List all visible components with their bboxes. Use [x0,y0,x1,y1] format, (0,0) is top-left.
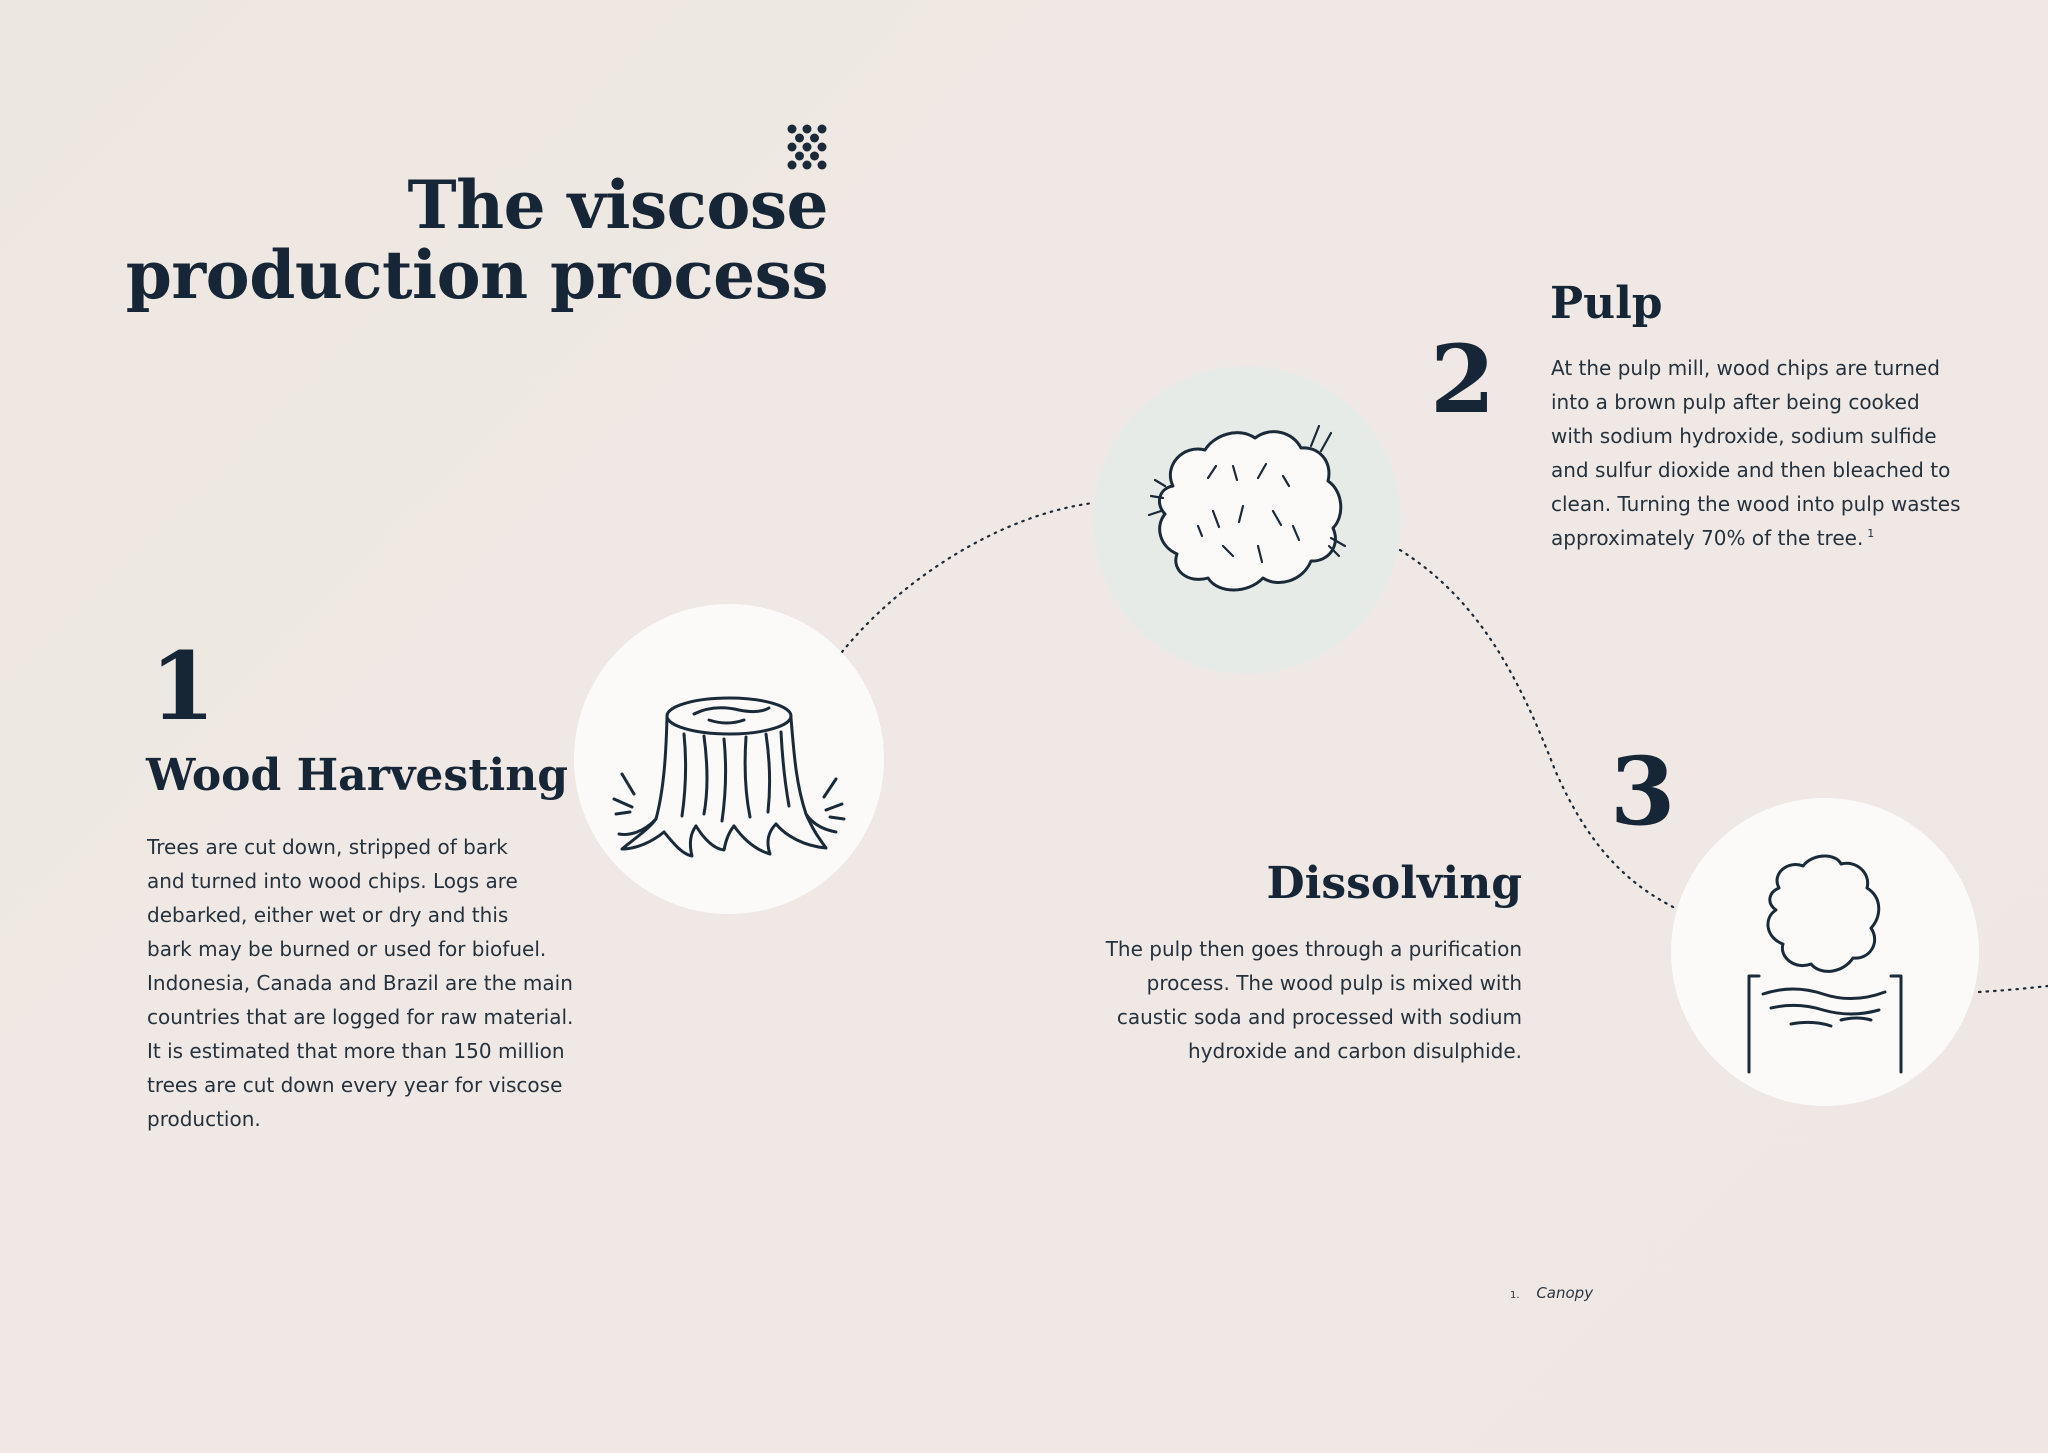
heading-dissolving: Dissolving [1266,858,1522,909]
heading-wood-harvesting: Wood Harvesting [146,750,568,801]
step-number-3: 3 [1610,737,1676,847]
body-line: Indonesia, Canada and Brazil are the mai… [147,971,573,995]
body-line: hydroxide and carbon disulphide. [1188,1039,1522,1063]
body-wood-harvesting: Trees are cut down, stripped of bark and… [147,830,592,1136]
body-line: trees are cut down every year for viscos… [147,1073,563,1097]
body-pulp: At the pulp mill, wood chips are turned … [1551,351,1981,555]
dissolving-circle [1671,798,1979,1106]
body-line: and turned into wood chips. Logs are [147,869,518,893]
body-line: production. [147,1107,261,1131]
footnote-reference[interactable]: 1 [1867,527,1875,541]
tree-stump-icon [612,696,846,858]
body-line: Trees are cut down, stripped of bark [147,835,508,859]
pulp-circle [1093,366,1401,674]
dissolving-vat-icon [1747,854,1903,1074]
body-line: process. The wood pulp is mixed with [1146,971,1522,995]
body-line: It is estimated that more than 150 milli… [147,1039,565,1063]
body-line: At the pulp mill, wood chips are turned [1551,356,1940,380]
body-line: bark may be burned or used for biofuel. [147,937,547,961]
body-line: caustic soda and processed with sodium [1116,1005,1522,1029]
title-line-1: The viscose [407,166,828,244]
body-line: The pulp then goes through a purificatio… [1105,937,1522,961]
body-line: with sodium hydroxide, sodium sulfide [1551,424,1937,448]
body-line: clean. Turning the wood into pulp wastes [1551,492,1961,516]
page-title: The viscose production process [120,170,829,310]
body-line: countries that are logged for raw materi… [147,1005,574,1029]
step-number-1: 1 [150,632,216,742]
step-number-2: 2 [1430,325,1496,435]
pulp-clump-icon [1147,424,1347,592]
wood-harvesting-circle [574,604,884,914]
body-line: debarked, either wet or dry and this [147,903,509,927]
body-line: approximately 70% of the tree. [1551,526,1864,550]
footnote: 1. Canopy [1510,1284,1593,1302]
body-dissolving: The pulp then goes through a purificatio… [1040,932,1522,1068]
footnote-text: Canopy [1536,1284,1594,1302]
body-line: and sulfur dioxide and then bleached to [1551,458,1951,482]
heading-pulp: Pulp [1550,278,1663,329]
footnote-number: 1. [1510,1290,1520,1301]
body-line: into a brown pulp after being cooked [1551,390,1920,414]
hexagon-logo-icon [787,124,827,170]
title-line-2: production process [125,236,829,314]
